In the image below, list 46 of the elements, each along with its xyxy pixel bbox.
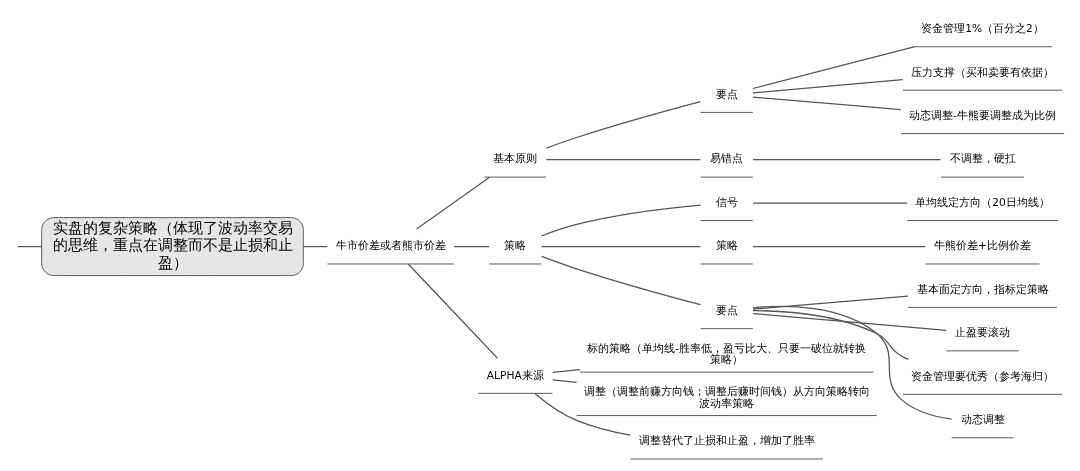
node-text: 资金管理要优秀（参考海归） [910, 369, 1054, 383]
connector [545, 159, 701, 161]
node-text: 调整替代了止损和止盈，增加了胜率 [638, 434, 815, 448]
connector [415, 176, 490, 230]
node-text: 牛市价差或者熊市价差 [335, 239, 446, 253]
connector [540, 204, 701, 237]
connector [751, 159, 941, 161]
node-text: 基本面定方向，指标定策略 [916, 282, 1049, 296]
connector [751, 312, 947, 332]
connector [751, 46, 915, 90]
node-box: 实盘的复杂策略（体现了波动率交易的思维，重点在调整而不是止损和止盈） [40, 217, 304, 277]
node-text: 压力支撑（买和卖要有依据） [910, 65, 1054, 79]
node-text: 要点 [715, 87, 738, 101]
node-text: 资金管理1%（百分之2） [920, 22, 1044, 36]
connector [751, 79, 903, 94]
connector [751, 310, 909, 361]
node-text: 易错点 [709, 152, 743, 166]
node-text: 不调整，硬扛 [949, 152, 1016, 166]
connector [545, 100, 701, 149]
node-text: 牛熊价差+比例价差 [933, 239, 1031, 253]
connector [540, 255, 701, 306]
connector [751, 245, 926, 248]
node-text: 基本原则 [492, 152, 537, 166]
node-text: 单均线定方向（20日均线） [914, 195, 1050, 209]
node-text: 策略 [503, 239, 526, 253]
connector [540, 245, 701, 248]
node-text: 要点 [715, 303, 738, 317]
connector [751, 96, 901, 111]
connector [407, 263, 498, 360]
connector [751, 305, 952, 420]
node-text: 信号 [715, 195, 738, 209]
connector [16, 245, 42, 248]
node-text: 调整（调整前赚方向钱；调整后赚时间钱）从方向策略转向波动率策略 [583, 385, 870, 410]
connector [751, 202, 908, 204]
connector [452, 245, 490, 248]
connector [751, 295, 909, 310]
node-text: 策略 [715, 239, 738, 253]
connector [551, 379, 577, 383]
node-text: 动态调整 [960, 413, 1005, 427]
connector [302, 245, 328, 248]
node-text: 止盈要滚动 [954, 326, 1010, 340]
connector [533, 392, 631, 436]
node-text: 动态调整-牛熊要调整成为比例 [908, 108, 1056, 122]
node-text: ALPHA来源 [486, 368, 544, 382]
connector [551, 368, 580, 373]
node-text: 标的策略（单均线-胜率低，盈亏比大、只要一破位就转换策略） [586, 341, 866, 367]
